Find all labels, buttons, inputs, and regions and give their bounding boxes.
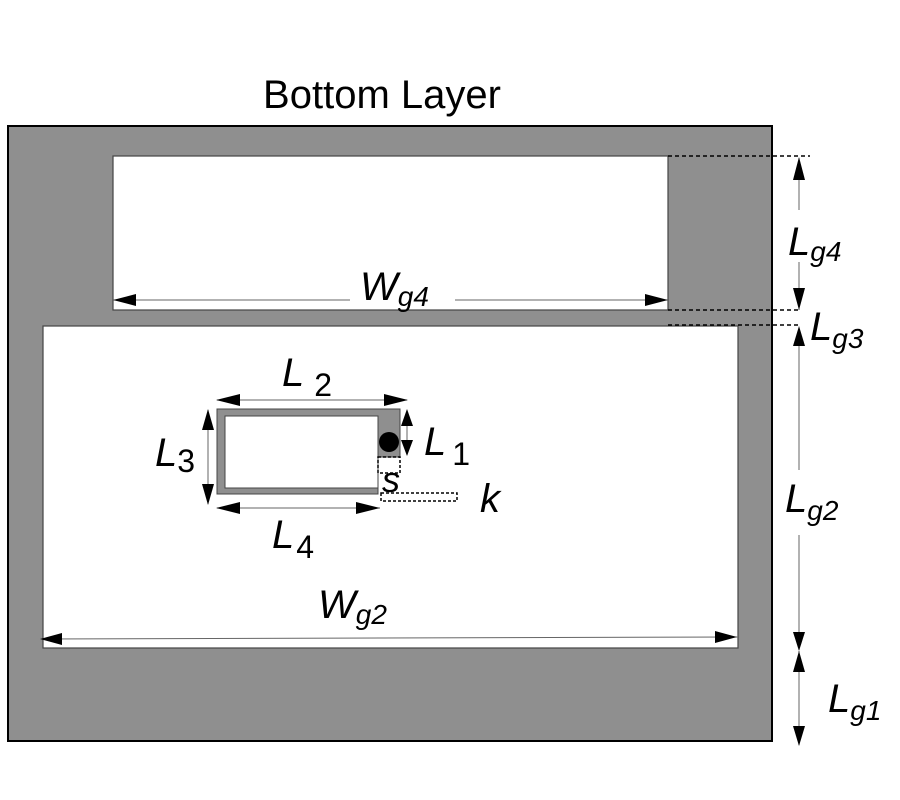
loop-strip: [216, 408, 401, 495]
lg3-label: Lg3: [810, 305, 864, 354]
l3-label: L3: [155, 431, 195, 479]
lg3-arrow: [793, 326, 805, 346]
lg1-label: Lg1: [828, 677, 881, 726]
lg1-dimension: [793, 651, 805, 746]
wg4-label: Wg4: [360, 265, 429, 312]
wg2-dimension: [40, 631, 739, 645]
l3-dimension: [202, 409, 214, 505]
s-label: s: [382, 459, 400, 500]
wg4-dimension: [113, 294, 668, 306]
lg2-dimension: [793, 346, 805, 651]
l4-dimension: [216, 502, 380, 514]
l2-dimension: [216, 394, 408, 406]
lg4-label: Lg4: [788, 220, 841, 267]
lg2-label: Lg2: [785, 477, 839, 526]
feed-point: [379, 432, 399, 452]
s-gap-outline: [377, 456, 401, 474]
k-strip-outline: [380, 492, 458, 502]
diagram-title: Bottom Layer: [263, 73, 501, 117]
l4-label: L4: [272, 513, 314, 565]
lg4-dimension: [793, 157, 805, 310]
wg2-label: Wg2: [318, 583, 387, 630]
l1-dimension: [401, 409, 413, 456]
upper-slot: [112, 155, 669, 311]
k-label: k: [480, 477, 502, 521]
lower-slot: [42, 325, 739, 649]
